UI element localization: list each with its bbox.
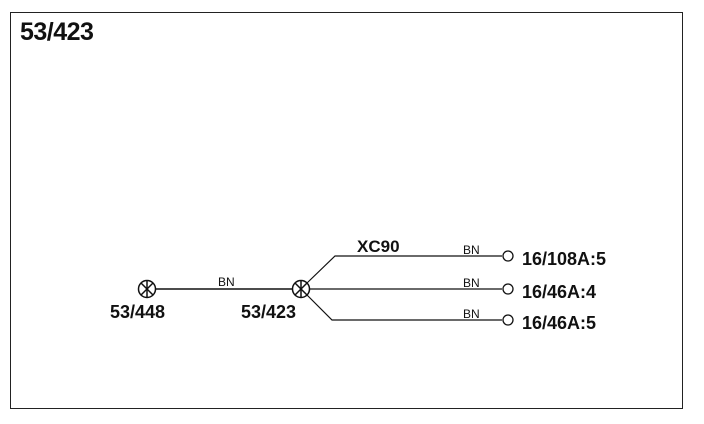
page-title: 53/423 (20, 18, 94, 46)
terminal-label-1: 16/108A:5 (522, 249, 606, 269)
diagram-frame (10, 12, 683, 409)
ground-point-symbol-53-423 (291, 279, 311, 299)
terminal-label-3: 16/46A:5 (522, 313, 596, 333)
ground-point-label-53-423: 53/423 (241, 302, 296, 322)
branch-wire-1 (306, 255, 502, 284)
terminal-connector-2 (502, 283, 514, 295)
branch-1-color-label: BN (463, 243, 480, 257)
ground-point-label-53-448: 53/448 (110, 302, 165, 322)
ground-point-symbol-53-448 (137, 279, 157, 299)
wire-link-color-label: BN (218, 275, 235, 289)
branch-variant-label: XC90 (357, 237, 400, 256)
terminal-connector-3 (502, 314, 514, 326)
branch-wire-3 (306, 294, 502, 321)
terminal-connector-1 (502, 250, 514, 262)
branch-2-color-label: BN (463, 276, 480, 290)
branch-3-color-label: BN (463, 307, 480, 321)
terminal-label-2: 16/46A:4 (522, 282, 596, 302)
